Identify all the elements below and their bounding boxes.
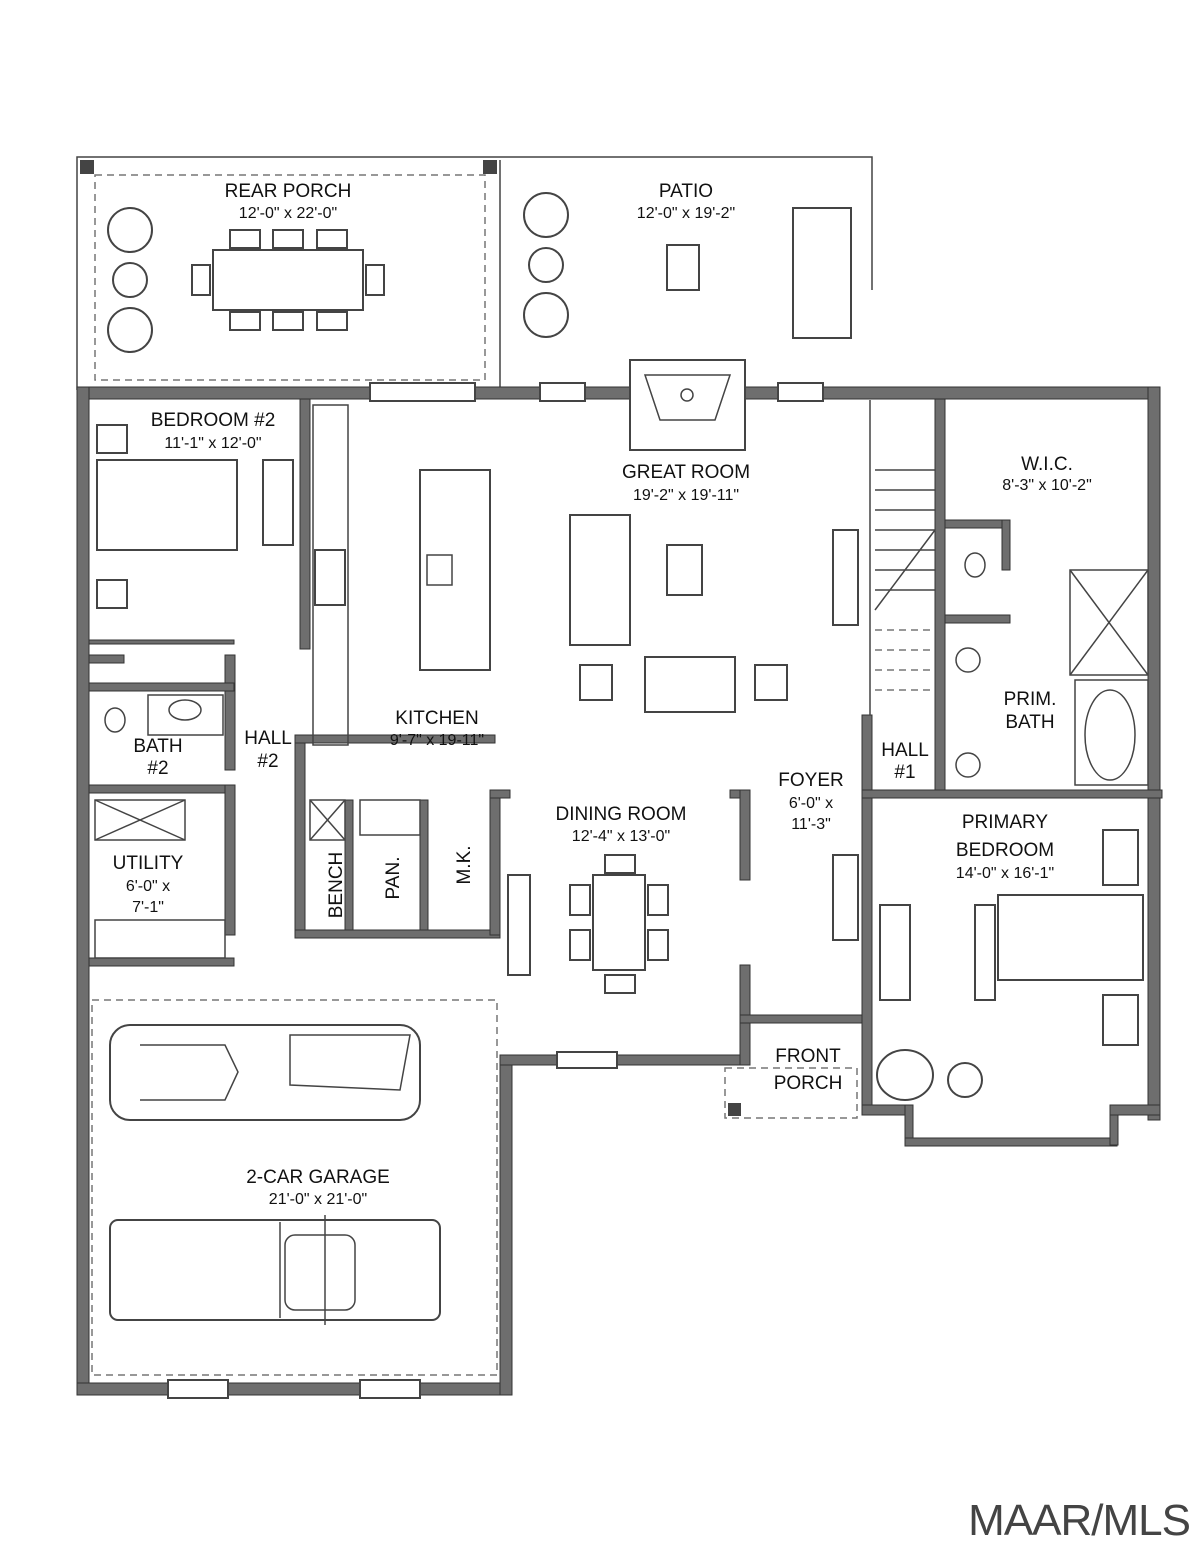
front-porch-label: FRONT (775, 1046, 841, 1067)
staircase (869, 400, 936, 715)
patio-furniture (107, 192, 852, 353)
utility-label: UTILITY (113, 853, 184, 874)
garage-dims: 21'-0" x 21'-0" (269, 1191, 367, 1208)
dining-room-label: DINING ROOM (556, 804, 687, 825)
bath2-number: #2 (147, 758, 168, 779)
utility-dims-2: 7'-1" (132, 899, 164, 916)
garage-vehicles (91, 999, 498, 1376)
prim-bath-label-2: BATH (1005, 712, 1054, 733)
bath2-label: BATH (133, 736, 182, 757)
mk-label: M.K. (454, 845, 475, 884)
exterior-walls (76, 359, 1161, 1399)
room-labels: REAR PORCH 12'-0" x 22'-0" PATIO 12'-0" … (113, 181, 1092, 1208)
hall2-label: HALL (244, 728, 292, 749)
front-porch-area (724, 1067, 858, 1119)
primary-bedroom-dims: 14'-0" x 16'-1" (956, 865, 1054, 882)
bedroom2-dims: 11'-1" x 12'-0" (164, 435, 261, 452)
prim-bath-label: PRIM. (1004, 689, 1057, 710)
furniture (94, 404, 1144, 1101)
watermark: MAAR/MLS (968, 1496, 1191, 1545)
utility-dims-1: 6'-0" x (126, 878, 170, 895)
bedroom2-label: BEDROOM #2 (151, 410, 276, 431)
foyer-label: FOYER (778, 770, 843, 791)
interior-walls (88, 398, 1163, 967)
patio-dims: 12'-0" x 19'-2" (637, 205, 735, 222)
foyer-dims-2: 11'-3" (791, 816, 831, 833)
hall2-number: #2 (257, 751, 278, 772)
rear-porch-label: REAR PORCH (225, 181, 352, 202)
kitchen-label: KITCHEN (395, 708, 478, 729)
foyer-dims-1: 6'-0" x (789, 795, 833, 812)
hall1-number: #1 (894, 762, 915, 783)
kitchen-dims: 9'-7" x 19-11" (390, 732, 484, 749)
primary-bedroom-label: PRIMARY (962, 812, 1049, 833)
dining-room-dims: 12'-4" x 13'-0" (572, 828, 670, 845)
rear-porch-dims: 12'-0" x 22'-0" (239, 205, 337, 222)
hall1-label: HALL (881, 740, 929, 761)
wic-dims: 8'-3" x 10'-2" (1002, 477, 1092, 494)
bench-label: BENCH (326, 852, 347, 919)
garage-label: 2-CAR GARAGE (246, 1167, 390, 1188)
front-porch-label-2: PORCH (774, 1073, 843, 1094)
primary-bedroom-label-2: BEDROOM (956, 840, 1054, 861)
pantry-label: PAN. (383, 857, 404, 900)
great-room-dims: 19'-2" x 19'-11" (633, 487, 739, 504)
rear-porch-area (76, 156, 873, 390)
patio-label: PATIO (659, 181, 713, 202)
wic-label: W.I.C. (1021, 454, 1073, 475)
great-room-label: GREAT ROOM (622, 462, 750, 483)
